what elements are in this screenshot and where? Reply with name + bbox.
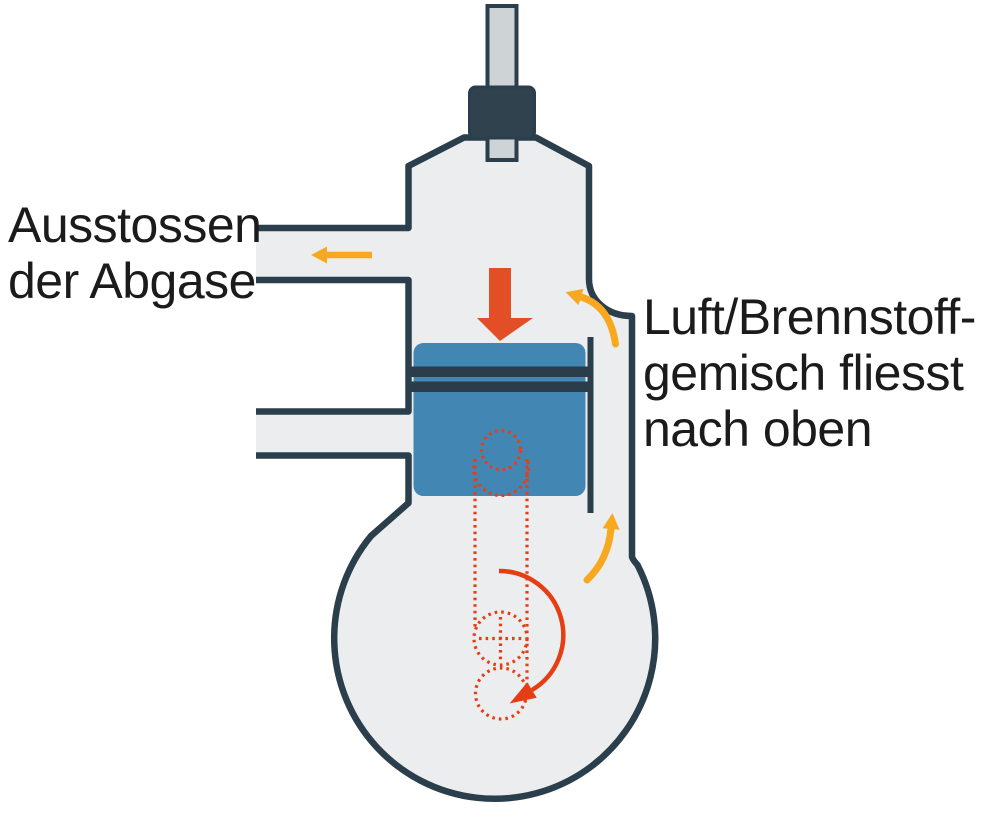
exhaust-label-line-2: der Abgase bbox=[8, 253, 256, 309]
piston-ring-bottom bbox=[411, 381, 591, 392]
piston-pin-outline bbox=[479, 428, 523, 472]
piston-ring-top bbox=[411, 366, 591, 377]
spark-plug bbox=[468, 4, 536, 162]
intake-label-line-1: Luft/Brennstoff- bbox=[643, 289, 976, 345]
crank-rotation-arrow-icon bbox=[498, 568, 566, 704]
exhaust-label: Ausstossen der Abgase bbox=[8, 197, 262, 309]
intake-label-line-3: nach oben bbox=[643, 401, 873, 457]
piston bbox=[411, 343, 591, 496]
engine-outline-main bbox=[256, 134, 659, 802]
crank-rotation-arc bbox=[498, 568, 566, 692]
crank-rotation-arrowhead bbox=[509, 682, 537, 704]
exhaust-label-line-1: Ausstossen bbox=[8, 197, 262, 253]
intake-label: Luft/Brennstoff- gemisch fliesst nach ob… bbox=[643, 289, 976, 457]
piston-body bbox=[413, 343, 586, 496]
crankshaft-main-circle bbox=[472, 610, 529, 667]
transfer-lower-arrow-curve bbox=[583, 525, 615, 584]
engine-outline-port-wall bbox=[256, 276, 412, 415]
spark-plug-terminal bbox=[485, 4, 519, 94]
exhaust-arrow-icon bbox=[311, 246, 372, 264]
intake-label-line-2: gemisch fliesst bbox=[643, 345, 964, 401]
transfer-upper-arrow-icon bbox=[565, 288, 619, 348]
transfer-upper-arrowhead bbox=[565, 288, 584, 306]
transfer-upper-arrow-curve bbox=[577, 293, 619, 348]
compression-arrow-icon bbox=[477, 268, 533, 341]
transfer-lower-arrowhead bbox=[602, 513, 620, 530]
spark-plug-body bbox=[468, 85, 536, 140]
transfer-lower-arrow-icon bbox=[583, 513, 620, 584]
